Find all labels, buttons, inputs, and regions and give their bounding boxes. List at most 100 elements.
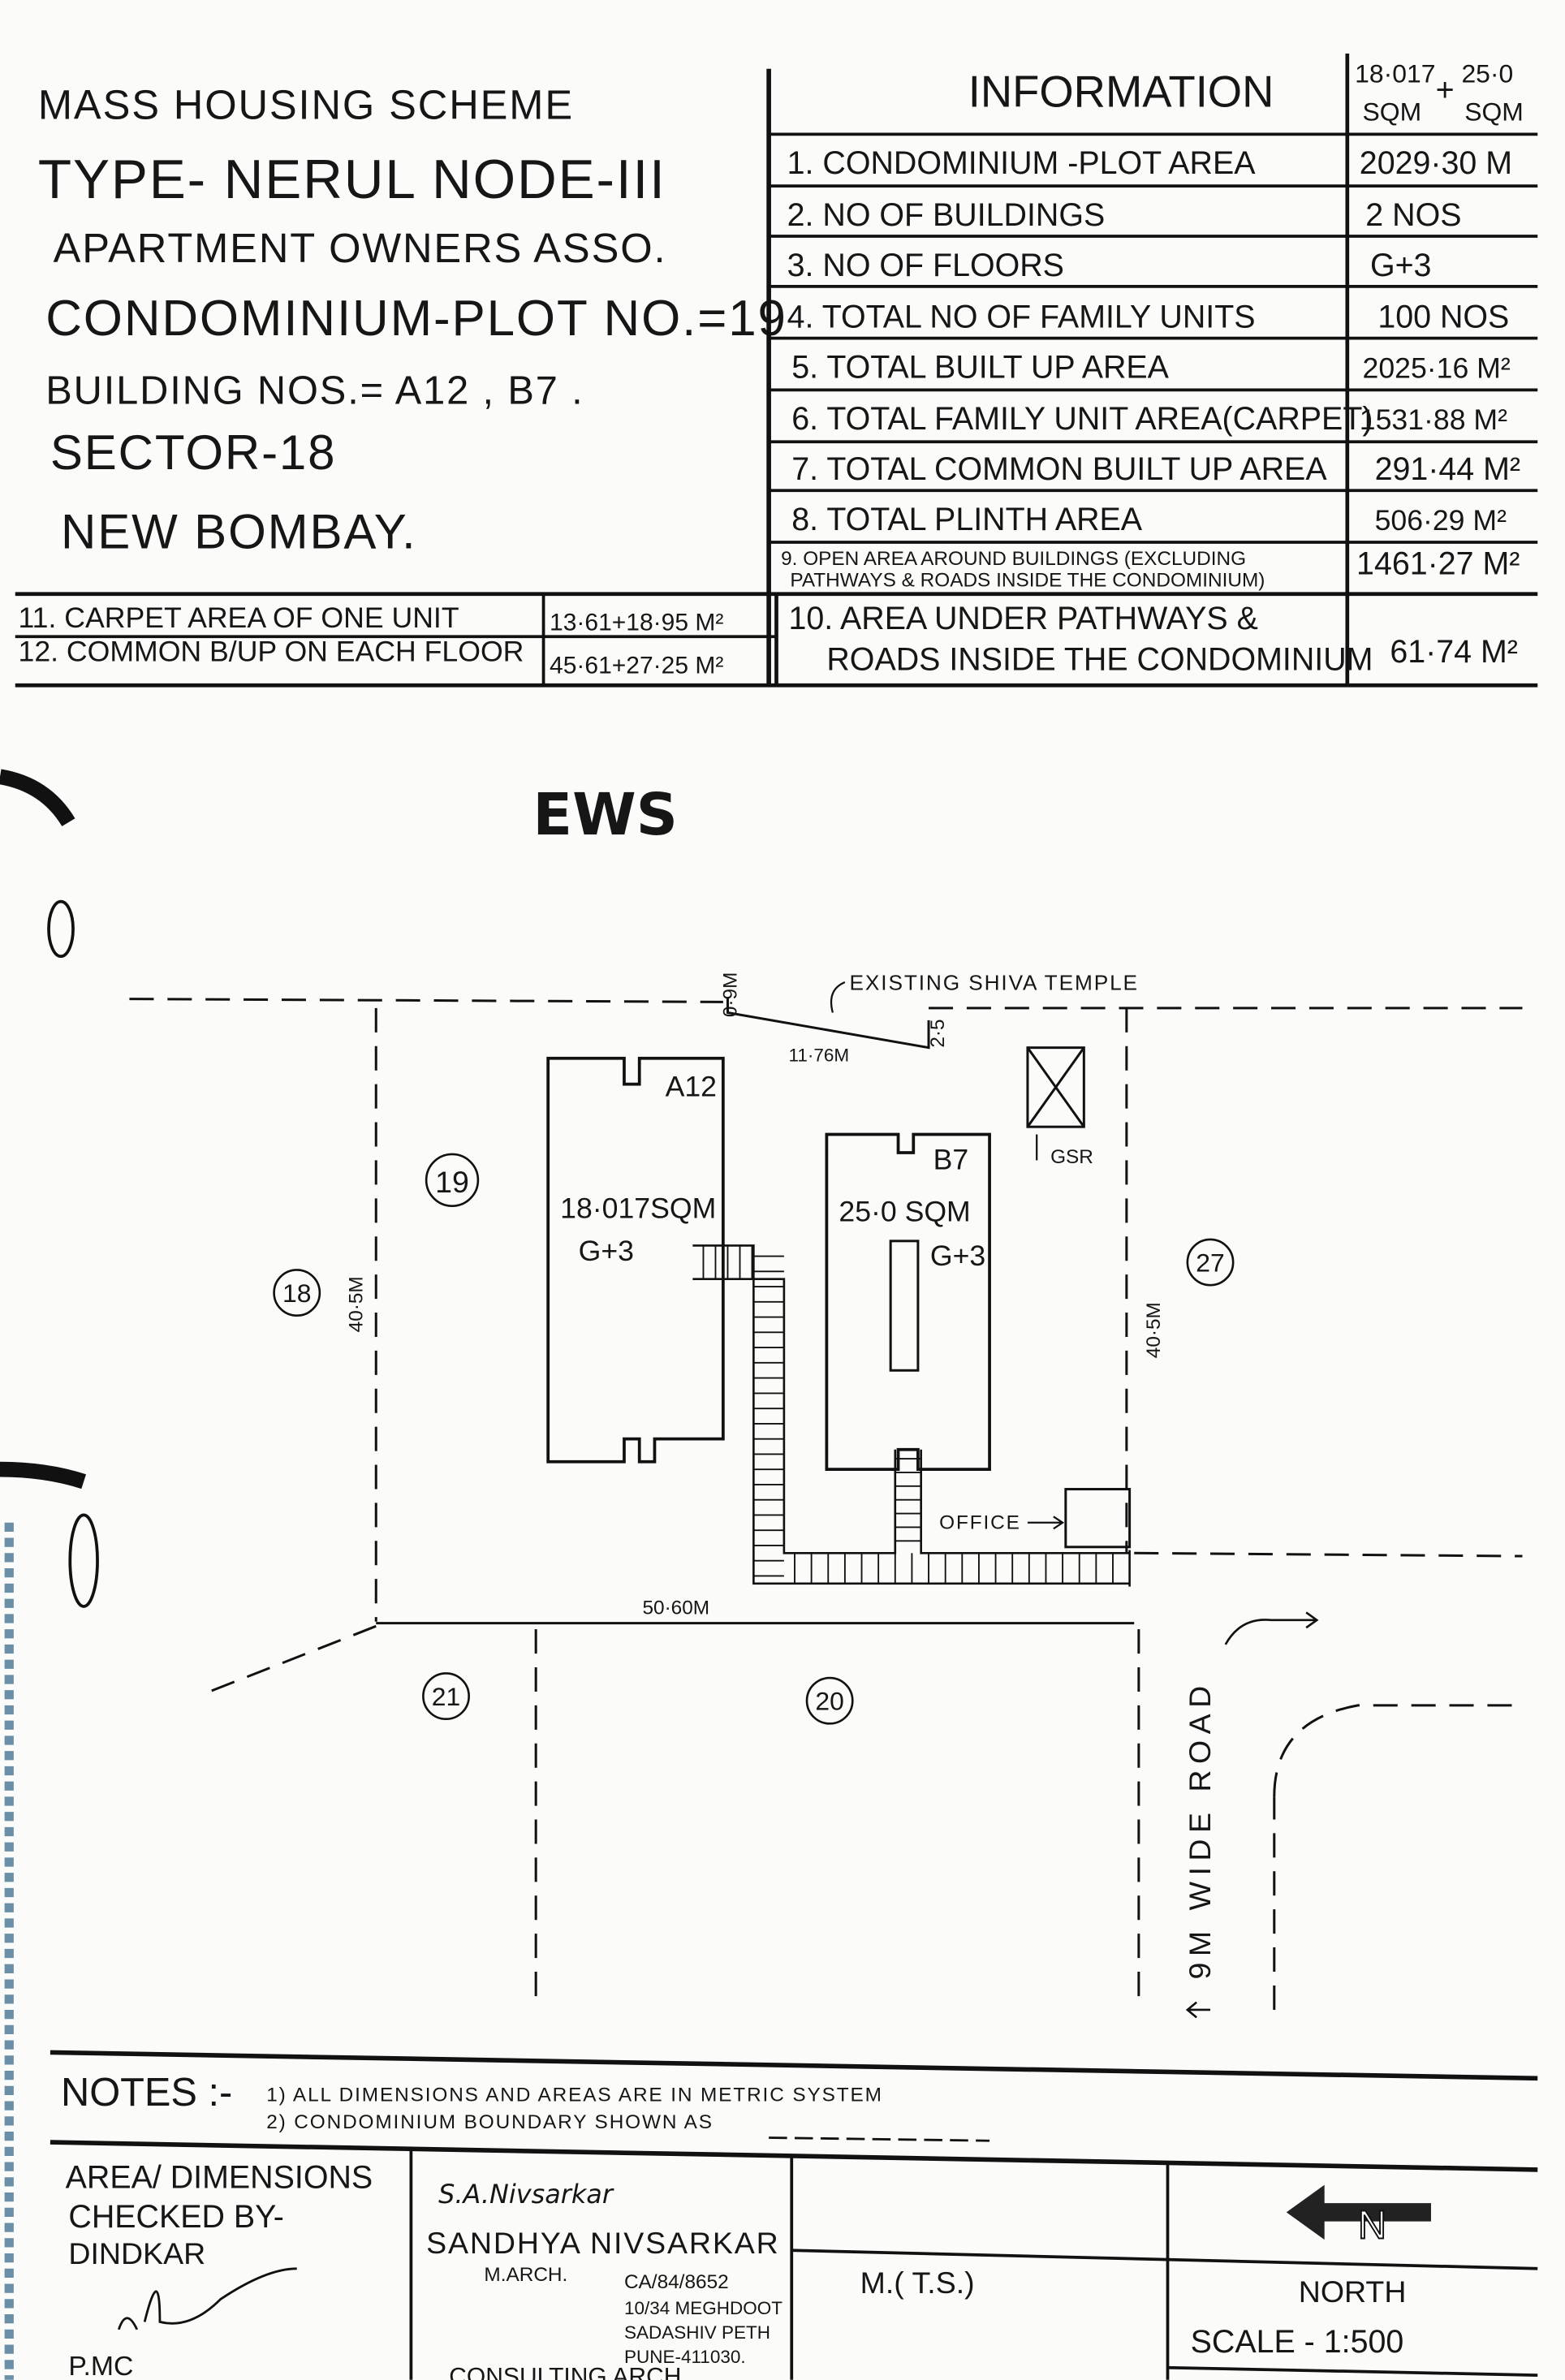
plot-number-19: 19	[435, 1165, 469, 1199]
architect-address-2: SADASHIV PETH	[624, 2322, 770, 2343]
architect-signature: S.A.Nivsarkar	[438, 2179, 614, 2210]
north-label: NORTH	[1299, 2274, 1407, 2309]
plot-number-20: 20	[815, 1686, 843, 1715]
category-label: EWS	[532, 781, 678, 848]
note-2: 2) CONDOMINIUM BOUNDARY SHOWN AS	[266, 2111, 714, 2133]
info-row-6-value: 1531·88 M²	[1360, 403, 1507, 436]
consulting-label: CONSULTING ARCH.	[449, 2363, 688, 2380]
road-label: 9M WIDE ROAD	[1183, 1679, 1217, 1979]
architect-reg-no: CA/84/8652	[624, 2271, 729, 2293]
building-b7-area: 25·0 SQM	[839, 1195, 970, 1227]
header-value-b: 25·0	[1461, 59, 1513, 88]
building-a12-name: A12	[666, 1071, 717, 1103]
temple-label: EXISTING SHIVA TEMPLE	[850, 970, 1139, 994]
plot-circle-18	[273, 1269, 321, 1317]
info-row-11-value: 13·61+18·95 M²	[550, 610, 723, 636]
entry-arrow-icon	[1224, 1611, 1319, 1645]
header-value-a: 18·017	[1355, 59, 1435, 88]
architect-address-3: PUNE-411030.	[624, 2347, 746, 2367]
dim-right-40-5m: 40·5M	[1143, 1302, 1165, 1358]
plot-circle-20	[805, 1676, 854, 1725]
checked-line-3: DINDKAR	[68, 2236, 205, 2270]
header-unit-b: SQM	[1464, 97, 1524, 126]
pmc-label: P.MC	[68, 2351, 133, 2380]
info-row-3-label: 3. NO OF FLOORS	[787, 248, 1064, 283]
info-row-8-label: 8. TOTAL PLINTH AREA	[791, 502, 1143, 537]
b7-lift-core	[889, 1240, 920, 1372]
pathway	[692, 1244, 1131, 1587]
notes-section: NOTES :- 1) ALL DIMENSIONS AND AREAS ARE…	[50, 2050, 1538, 2172]
info-row-8-value: 506·29 M²	[1375, 504, 1507, 537]
gsr-tank	[1026, 1046, 1085, 1128]
building-b7-name: B7	[933, 1144, 969, 1176]
title-line-4: CONDOMINIUM-PLOT NO.=19	[45, 291, 787, 347]
architect-name: SANDHYA NIVSARKAR	[426, 2226, 779, 2260]
building-a12-floors: G+3	[579, 1235, 634, 1267]
info-row-10-label-2: ROADS INSIDE THE CONDOMINIUM	[826, 642, 1373, 678]
dim-left-40-5m: 40·5M	[345, 1276, 367, 1332]
north-arrow-icon: N	[1286, 2184, 1431, 2248]
info-row-12-label: 12. COMMON B/UP ON EACH FLOOR	[19, 635, 524, 667]
dim-11-76m: 11·76M	[789, 1046, 850, 1066]
binding-edge	[0, 769, 99, 2380]
information-heading: INFORMATION	[968, 67, 1274, 117]
title-line-7: NEW BOMBAY.	[61, 504, 417, 558]
plot-circle-21	[422, 1672, 470, 1721]
office-building	[1064, 1488, 1132, 1549]
title-line-6: SECTOR-18	[50, 425, 337, 480]
plot-circle-27	[1186, 1238, 1235, 1287]
info-row-3-value: G+3	[1370, 248, 1432, 283]
info-row-2-value: 2 NOS	[1365, 197, 1461, 233]
info-row-10-label: 10. AREA UNDER PATHWAYS &	[789, 601, 1258, 636]
plot-number-18: 18	[282, 1278, 311, 1308]
checked-line-1: AREA/ DIMENSIONS	[66, 2159, 373, 2195]
boundary-legend-line	[769, 2136, 990, 2142]
building-a12	[546, 1056, 725, 1464]
info-row-12-value: 45·61+27·25 M²	[550, 652, 723, 679]
checked-line-2: CHECKED BY-	[68, 2199, 284, 2235]
architect-address-1: 10/34 MEGHDOOT	[624, 2298, 782, 2318]
gsr-label: GSR	[1050, 1146, 1093, 1168]
title-line-5: BUILDING NOS.= A12 , B7 .	[45, 369, 584, 412]
dim-0-9m: 0·9M	[720, 972, 742, 1018]
info-row-1-value: 2029·30 M	[1360, 145, 1512, 181]
dim-bottom-50-60m: 50·60M	[642, 1597, 709, 1619]
info-row-9-label: 9. OPEN AREA AROUND BUILDINGS (EXCLUDING	[781, 548, 1246, 570]
header-unit-a: SQM	[1363, 97, 1422, 126]
office-label: OFFICE	[939, 1511, 1021, 1533]
plot-boundaries	[129, 998, 1523, 2010]
info-row-5-value: 2025·16 M²	[1363, 351, 1511, 384]
notes-heading: NOTES :-	[61, 2071, 232, 2115]
checker-signature	[117, 2267, 297, 2330]
building-b7-floors: G+3	[930, 1240, 985, 1272]
info-row-2-label: 2. NO OF BUILDINGS	[787, 197, 1106, 233]
north-letter: N	[1358, 2203, 1386, 2247]
title-line-3: APARTMENT OWNERS ASSO.	[54, 225, 667, 271]
mts-label: M.( T.S.)	[860, 2266, 975, 2300]
info-row-1-label: 1. CONDOMINIUM -PLOT AREA	[787, 145, 1257, 181]
note-1: 1) ALL DIMENSIONS AND AREAS ARE IN METRI…	[266, 2084, 883, 2106]
temple-outline	[726, 997, 930, 1050]
dim-2-5: 2·5	[927, 1019, 949, 1047]
info-row-9-label-2: PATHWAYS & ROADS INSIDE THE CONDOMINIUM)	[790, 569, 1265, 591]
scale-label: SCALE - 1:500	[1191, 2324, 1404, 2360]
info-row-11-label: 11. CARPET AREA OF ONE UNIT	[19, 601, 459, 634]
info-row-5-label: 5. TOTAL BUILT UP AREA	[791, 349, 1169, 385]
building-b7	[825, 1132, 991, 1472]
information-table: INFORMATION 18·017 25·0 + SQM SQM 1. CON…	[15, 53, 1538, 688]
info-row-6-label: 6. TOTAL FAMILY UNIT AREA(CARPET)	[791, 401, 1373, 437]
info-row-4-value: 100 NOS	[1377, 300, 1509, 335]
site-plan: 19 18 27 21 20 EXISTING SHIVA TEMPLE 0·9…	[129, 970, 1523, 2019]
info-row-4-label: 4. TOTAL NO OF FAMILY UNITS	[787, 300, 1256, 335]
title-line-1: MASS HOUSING SCHEME	[38, 82, 574, 128]
info-row-7-label: 7. TOTAL COMMON BUILT UP AREA	[791, 451, 1327, 487]
footer-block: AREA/ DIMENSIONS CHECKED BY- DINDKAR P.M…	[66, 2146, 1538, 2380]
header-plus: +	[1436, 72, 1455, 108]
architect-qualification: M.ARCH.	[484, 2264, 567, 2286]
plot-number-21: 21	[432, 1682, 460, 1711]
title-block: MASS HOUSING SCHEME TYPE- NERUL NODE-III…	[38, 82, 787, 559]
plot-number-27: 27	[1196, 1248, 1224, 1277]
info-row-7-value: 291·44 M²	[1375, 451, 1520, 487]
road-arrow-icon	[1185, 2001, 1211, 2019]
